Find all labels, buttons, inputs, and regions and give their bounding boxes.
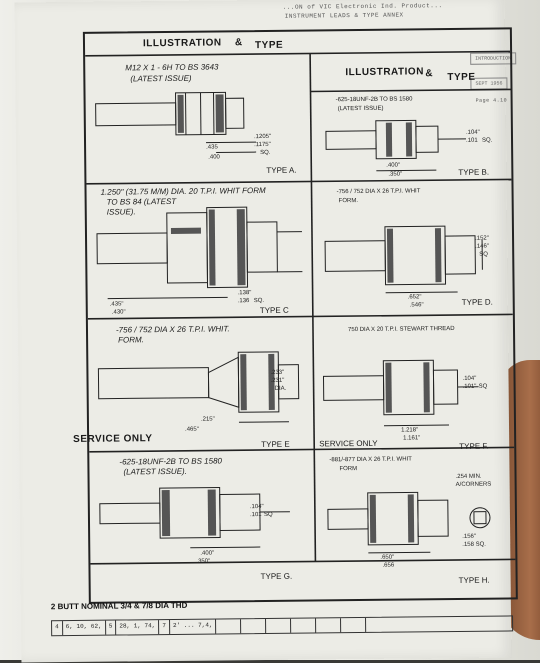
heading-ampersand: & xyxy=(235,37,243,48)
type-a-dim: .1175" xyxy=(254,142,271,148)
table-cell: 2' ... 7,4, xyxy=(170,620,217,634)
type-c-spec-3: ISSUE). xyxy=(107,207,136,216)
header-line-2: INSTRUMENT LEADS & TYPE ANNEX xyxy=(285,12,404,20)
type-d-spec-2: FORM. xyxy=(339,198,358,204)
type-b-dim: .104" xyxy=(466,130,480,136)
type-d-dim: .146" xyxy=(475,244,489,250)
type-e-label: TYPE E xyxy=(261,440,290,449)
type-a-dim: SQ. xyxy=(260,150,270,156)
type-e-dim: .215" xyxy=(201,417,215,423)
drawing-sheet: ILLUSTRATION & TYPE ILLUSTRATION & TYPE … xyxy=(83,27,518,603)
type-d-dim: .652" xyxy=(408,294,422,300)
type-a-label: TYPE A. xyxy=(266,166,296,175)
type-f-dim: 1.161" xyxy=(403,435,420,441)
type-c-label: TYPE C xyxy=(260,306,289,315)
table-cell: 4 xyxy=(52,621,63,635)
type-g-dim: .104" xyxy=(250,504,264,510)
type-a-dim: .435 xyxy=(206,144,218,150)
type-h-spec-2: FORM xyxy=(339,466,357,472)
type-c-dim: .138" xyxy=(238,290,252,296)
document-page: ...ON of VIC Electronic Ind. Product... … xyxy=(15,0,512,663)
type-f-label: TYPE F. xyxy=(459,442,488,451)
type-g-spec: -625-18UNF-2B TO BS 1580 xyxy=(119,456,222,466)
table-cell xyxy=(366,618,390,632)
type-h-dim: .156" xyxy=(462,534,476,540)
type-f-dim: SQ xyxy=(479,384,488,390)
drawing-grid xyxy=(85,29,516,601)
table-cell xyxy=(216,619,241,633)
type-a-spec: M12 x 1 - 6H TO BS 3643 xyxy=(125,62,218,72)
type-e-spec-2: FORM. xyxy=(118,335,144,344)
type-e-dim: DIA. xyxy=(275,386,287,392)
type-c-dim: SQ. xyxy=(254,298,264,304)
heading-illustration: ILLUSTRATION xyxy=(143,37,222,49)
heading-type: TYPE xyxy=(255,40,283,51)
table-cell: 5 xyxy=(106,621,117,635)
type-h-dim: A/CORNERS xyxy=(456,482,492,488)
type-a-dim: .1205" xyxy=(254,134,271,140)
type-f-spec: 750 DIA X 20 T.P.I. STEWART THREAD xyxy=(348,326,455,333)
type-h-dim: .254 MIN. xyxy=(456,474,482,480)
type-f-dim: .101" xyxy=(463,384,477,390)
type-e-dim: .233" xyxy=(270,370,284,376)
type-c-dim: .435" xyxy=(110,301,124,307)
type-a-spec-2: (LATEST ISSUE) xyxy=(130,74,191,84)
type-c-dim: .430" xyxy=(112,309,126,315)
table-cell: 6, 10, 62, xyxy=(63,621,106,635)
type-g-dim: SQ xyxy=(264,512,273,518)
type-b-spec: -625-18UNF-2B TO BS 1580 xyxy=(336,96,413,103)
type-d-dim: .546" xyxy=(410,302,424,308)
type-h-label: TYPE H. xyxy=(459,576,490,585)
type-c-spec: 1.250" (31.75 M/M) DIA. 20 T.P.I. WHIT F… xyxy=(101,186,266,197)
heading-right-illustration: ILLUSTRATION xyxy=(345,66,424,78)
type-c-spec-2: TO BS 84 (LATEST xyxy=(107,197,177,207)
type-h-dim: .650" xyxy=(380,555,394,561)
type-h-dim: .656 xyxy=(382,563,394,569)
type-d-spec: -756 / 752 DIA x 26 T.P.I. WHIT xyxy=(337,188,421,195)
footer-note: 2 BUTT NOMINAL 3/4 & 7/8 DIA THD xyxy=(51,601,188,611)
type-g-spec-2: (LATEST ISSUE). xyxy=(123,467,187,477)
table-cell: 28, 1, 74, xyxy=(116,620,159,634)
heading-right-ampersand: & xyxy=(425,68,433,79)
type-b-dim: SQ. xyxy=(482,138,492,144)
type-g-dim: .350" xyxy=(196,559,210,565)
type-c-dim: .136 xyxy=(238,298,250,304)
header-line-1: ...ON of VIC Electronic Ind. Product... xyxy=(283,2,443,11)
type-d-dim: SQ xyxy=(479,252,488,258)
table-cell: 7 xyxy=(159,620,170,634)
type-g-dim: .101 xyxy=(250,512,262,518)
type-e-spec: -756 / 752 DIA x 26 T.P.I. WHIT. xyxy=(116,324,230,334)
type-h-dim: .158 SQ. xyxy=(462,542,486,548)
type-h-spec: -881/-877 DIA x 26 T.P.I. WHIT xyxy=(329,456,412,463)
bottom-table: 4 6, 10, 62, 5 28, 1, 74, 7 2' ... 7,4, xyxy=(51,615,513,636)
type-b-dim: .350" xyxy=(388,172,402,178)
type-b-dim: .101 xyxy=(466,138,478,144)
heading-right-type: TYPE xyxy=(447,72,475,83)
type-f-service-only: SERVICE ONLY xyxy=(319,439,377,449)
type-f-dim: .104" xyxy=(462,376,476,382)
type-b-dim: .400" xyxy=(386,163,400,169)
table-cell xyxy=(241,619,266,633)
type-e-dim: .231" xyxy=(271,378,285,384)
table-cell xyxy=(291,618,316,632)
type-g-label: TYPE G. xyxy=(261,572,293,581)
type-e-dim: .465" xyxy=(185,427,199,433)
type-d-label: TYPE D. xyxy=(462,298,493,307)
table-cell xyxy=(316,618,341,632)
type-a-dim: .400 xyxy=(208,154,220,160)
type-d-dim: .152" xyxy=(475,236,489,242)
table-cell xyxy=(341,618,366,632)
type-b-spec-2: (LATEST ISSUE) xyxy=(338,106,384,112)
type-e-service-only: SERVICE ONLY xyxy=(73,433,152,445)
type-g-dim: .400" xyxy=(200,551,214,557)
type-f-dim: 1.218" xyxy=(401,427,418,433)
table-cell xyxy=(266,619,291,633)
type-b-label: TYPE B. xyxy=(458,168,489,177)
